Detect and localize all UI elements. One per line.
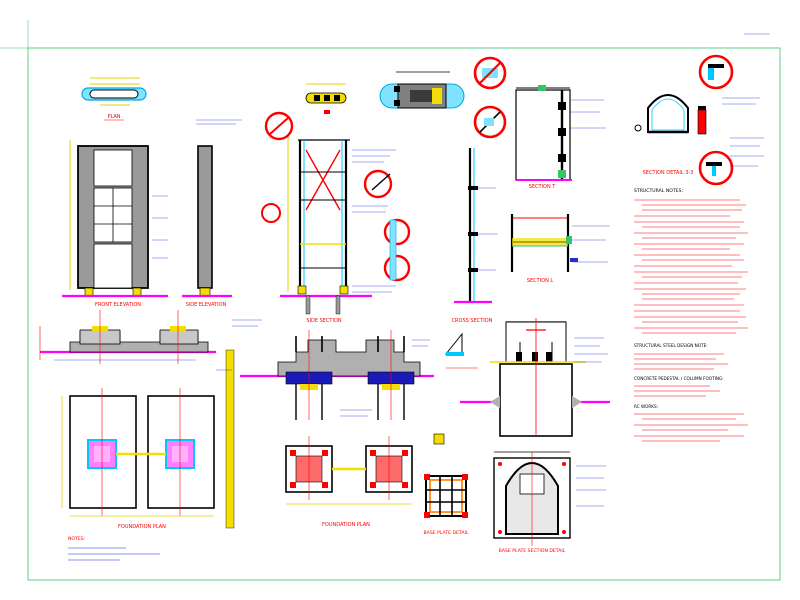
side-elevation-title: SIDE ELEVATION (186, 302, 227, 308)
note-lines-3 (634, 385, 720, 397)
section-t: SECTION T (515, 85, 572, 190)
base-plate-elevation (460, 318, 610, 437)
side-section-title: SIDE SECTION (306, 318, 342, 324)
foundation-plan-center-title: FOUNDATION PLAN (322, 522, 370, 528)
foundation-plan-left-title: FOUNDATION PLAN (118, 524, 166, 530)
section-detail-3-3: SECTION DETAIL 3-3 (634, 54, 734, 186)
foundation-plan-center: FOUNDATION PLAN (285, 436, 413, 528)
front-elevation: FRONT ELEVATION (62, 140, 168, 308)
side-section: SIDE SECTION (280, 132, 372, 324)
note-lines-2 (634, 353, 728, 370)
section-detail-title: SECTION DETAIL 3-3 (643, 170, 694, 176)
stiffener-detail (444, 332, 478, 369)
plan-detail-small (305, 83, 347, 114)
pedestal-section-left (39, 310, 216, 364)
plan-view: PLAN (81, 77, 147, 121)
structural-notes: STRUCTURAL NOTES: STRUCTURAL STEEL DESIG… (634, 188, 748, 442)
base-plate-detail-title: BASE PLATE DETAIL (424, 530, 469, 536)
front-elevation-title: FRONT ELEVATION (95, 302, 141, 308)
top-detail-callouts (473, 56, 507, 139)
rc-works-heading: RC WORKS: (634, 404, 658, 409)
base-plate-section-title: BASE PLATE SECTION DETAIL (499, 548, 566, 554)
section-t-title: SECTION T (529, 184, 557, 190)
plan-title: PLAN (107, 114, 120, 120)
concrete-heading: CONCRETE PEDESTAL / COLUMN FOOTING: (634, 376, 724, 381)
annotation-lines (216, 33, 770, 507)
base-plate-section-detail: BASE PLATE SECTION DETAIL (493, 451, 571, 554)
sheet-border (27, 47, 781, 581)
detail-callouts (261, 111, 411, 282)
cross-section: CROSS SECTION (452, 148, 493, 324)
section-l-title: SECTION L (527, 278, 554, 284)
base-plate-detail: BASE PLATE DETAIL (424, 433, 469, 536)
plan-detail-large (379, 71, 465, 109)
pedestal-section-center (225, 330, 434, 529)
side-elevation: SIDE ELEVATION (182, 119, 242, 308)
note-lines-4 (634, 413, 748, 442)
cross-section-title: CROSS SECTION (452, 318, 493, 324)
note-lines-1 (634, 199, 748, 334)
section-l: SECTION L (510, 214, 578, 284)
structural-notes-heading: STRUCTURAL NOTES: (634, 188, 683, 194)
structural-steel-heading: STRUCTURAL STEEL DESIGN NOTE: (634, 343, 708, 348)
foundation-plan-left: FOUNDATION PLAN NOTES: (61, 388, 215, 561)
notes-left-heading: NOTES: (68, 536, 86, 542)
